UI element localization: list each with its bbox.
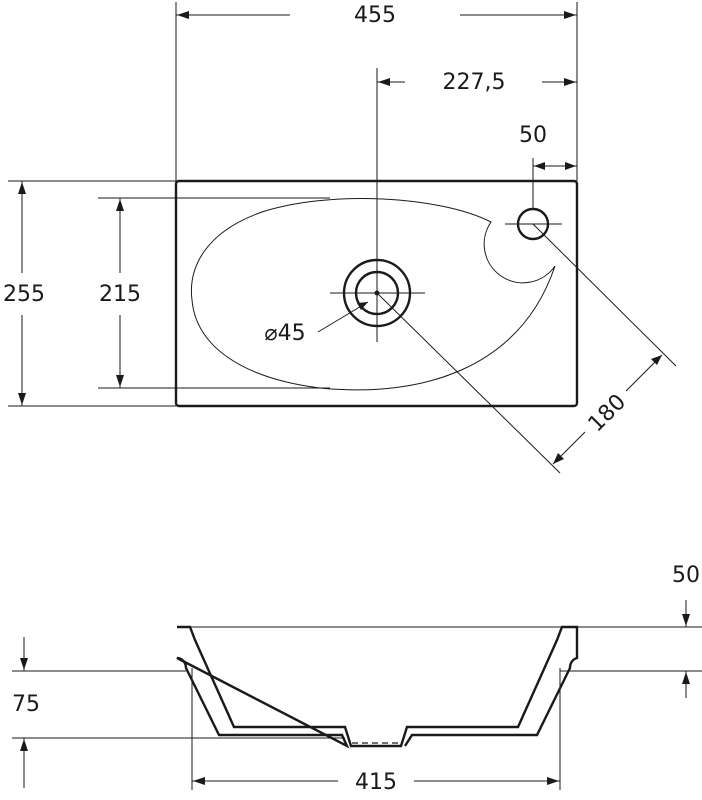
dim-text-overall-depth: 255 bbox=[3, 282, 45, 307]
arrow-50-tap-left bbox=[534, 162, 545, 170]
dim-text-drain-diameter: ⌀45 bbox=[264, 321, 305, 346]
arrow-455-right bbox=[564, 11, 576, 19]
arrow-215-top bbox=[116, 199, 124, 211]
arrow-drain-leader bbox=[357, 302, 368, 310]
dim-text-bowl-height: 75 bbox=[12, 692, 40, 717]
arrow-2275-right bbox=[564, 78, 576, 86]
arrow-50-tap-right bbox=[565, 162, 576, 170]
top-view: 455 227,5 50 255 215 ⌀45 bbox=[3, 2, 677, 474]
dim-text-half-width: 227,5 bbox=[443, 70, 506, 95]
arrow-180-lower bbox=[553, 453, 564, 464]
arrow-255-top bbox=[18, 182, 26, 194]
arrow-50-rim-bottom bbox=[682, 672, 690, 684]
dim-text-rim-height: 50 bbox=[672, 563, 700, 588]
dim-text-bowl-depth: 215 bbox=[99, 282, 141, 307]
section-view: 50 75 415 bbox=[12, 563, 702, 795]
arrow-50-rim-top bbox=[682, 614, 690, 626]
dim-text-diagonal: 180 bbox=[584, 390, 631, 437]
arrow-255-bottom bbox=[18, 393, 26, 405]
ext-line-diag-tap bbox=[532, 223, 677, 367]
section-outer-profile bbox=[176, 625, 579, 749]
dim-text-tap-offset: 50 bbox=[519, 123, 547, 148]
arrow-75-bottom bbox=[20, 739, 28, 751]
arrow-215-bottom bbox=[116, 375, 124, 387]
arrow-2275-left bbox=[378, 78, 390, 86]
bowl-outline bbox=[190, 198, 556, 391]
arrow-180-upper bbox=[651, 355, 662, 365]
dim-text-bottom-width: 415 bbox=[355, 770, 397, 795]
ext-line-diag-drain bbox=[376, 292, 561, 474]
arrow-455-left bbox=[177, 11, 189, 19]
arrow-415-left bbox=[193, 777, 205, 785]
arrow-415-right bbox=[547, 777, 559, 785]
arrow-75-top bbox=[20, 658, 28, 670]
dim-text-overall-width: 455 bbox=[354, 3, 396, 28]
